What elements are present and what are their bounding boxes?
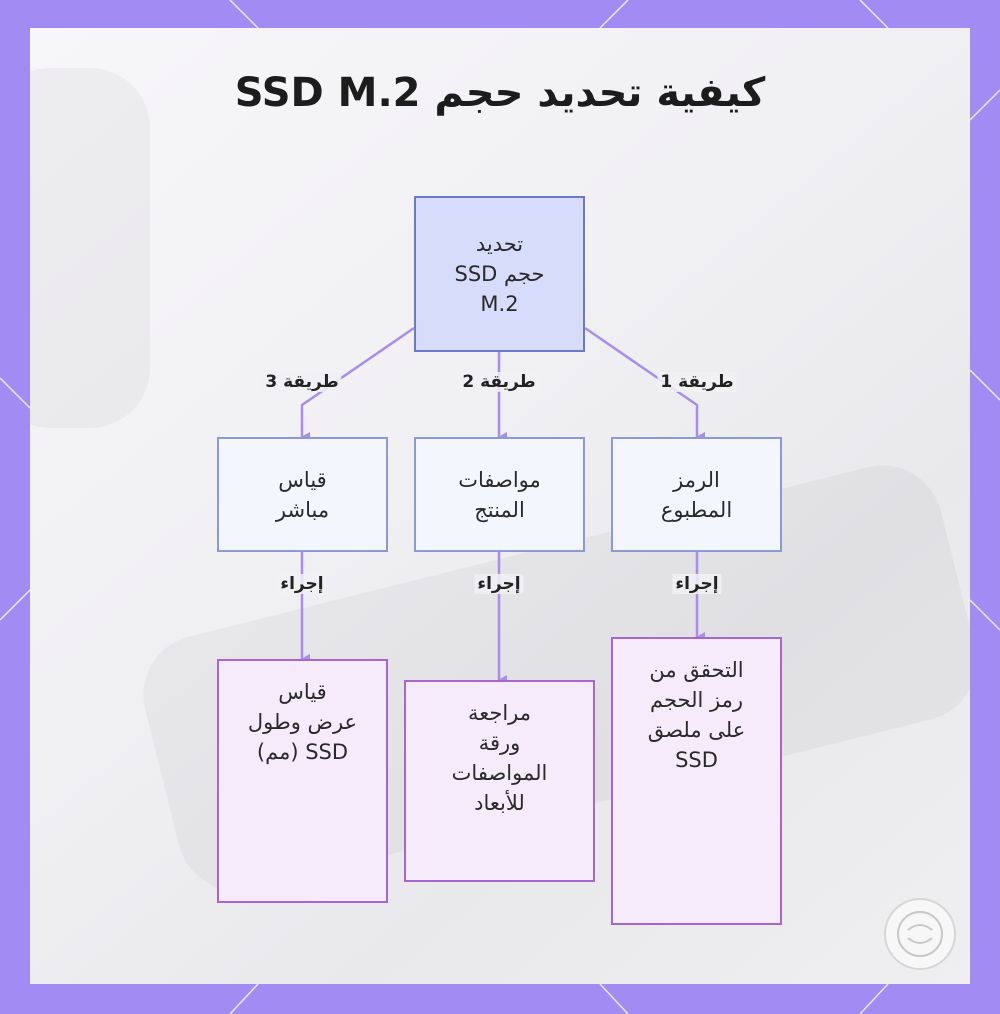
node-method1-label: الرمز المطبوع xyxy=(660,467,733,522)
node-action3-label: قياس عرض وطول SSD (مم) xyxy=(247,680,358,764)
node-method1: الرمز المطبوع xyxy=(611,437,782,552)
node-action2-label: مراجعة ورقة المواصفات للأبعاد xyxy=(451,701,548,815)
edge-label-action3: إجراء xyxy=(277,574,327,594)
edge-label-method3: طريقة 3 xyxy=(262,372,342,392)
edge-label-method1: طريقة 1 xyxy=(657,372,737,392)
node-action3: قياس عرض وطول SSD (مم) xyxy=(217,659,388,903)
edge-label-method2: طريقة 2 xyxy=(459,372,539,392)
edge-label-action2: إجراء xyxy=(474,574,524,594)
node-action1-label: التحقق من رمز الحجم على ملصق SSD xyxy=(647,658,746,772)
diagram-title: كيفية تحديد حجم SSD M.2 xyxy=(234,70,766,116)
edge-root-method1 xyxy=(584,326,705,442)
node-root: تحديد حجم SSD M.2 xyxy=(414,196,585,352)
node-method2-label: مواصفات المنتج xyxy=(458,467,541,522)
node-action1: التحقق من رمز الحجم على ملصق SSD xyxy=(611,637,782,925)
node-action2: مراجعة ورقة المواصفات للأبعاد xyxy=(404,680,595,882)
node-method3-label: قياس مباشر xyxy=(275,467,330,522)
node-root-label: تحديد حجم SSD M.2 xyxy=(454,232,545,316)
edge-label-action1: إجراء xyxy=(672,574,722,594)
node-method2: مواصفات المنتج xyxy=(414,437,585,552)
edge-root-method3 xyxy=(300,326,415,442)
logo-badge-icon xyxy=(884,898,956,970)
node-method3: قياس مباشر xyxy=(217,437,388,552)
